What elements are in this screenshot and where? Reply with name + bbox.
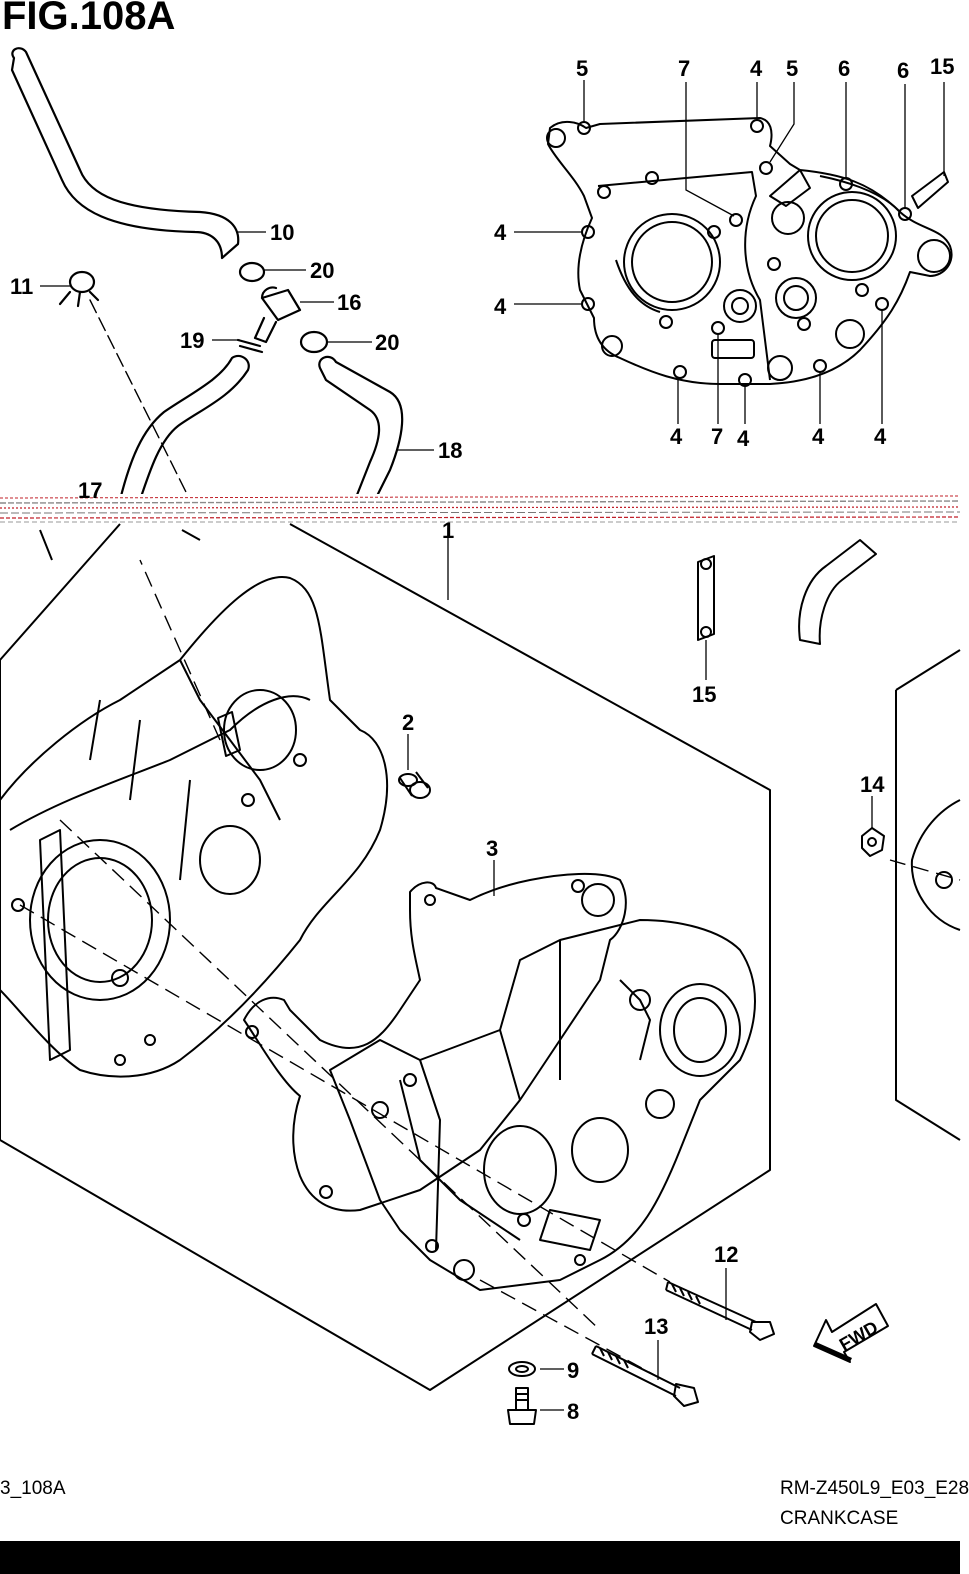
figure-title: FIG.108A	[2, 0, 176, 38]
callout: 15	[692, 682, 716, 707]
crank-bore	[623, 213, 721, 311]
callout: 4	[812, 424, 825, 449]
clip-19	[236, 338, 264, 354]
callout: 15	[930, 54, 954, 79]
assembly-axes	[19, 559, 961, 1379]
breather-hose-group	[10, 47, 404, 502]
nut-14	[861, 827, 885, 857]
callout: 6	[897, 58, 909, 83]
callout: 5	[786, 56, 798, 81]
separator-band	[0, 494, 961, 524]
callout: 7	[711, 424, 723, 449]
clip-11	[68, 270, 96, 294]
callout: 19	[180, 328, 204, 353]
callout: 4	[737, 426, 750, 451]
callout: 13	[644, 1314, 668, 1339]
leader-lines-main	[407, 640, 873, 1411]
callout: 4	[494, 294, 507, 319]
figure-code: 3_108A	[0, 1478, 66, 1499]
callout: 20	[375, 330, 399, 355]
hose-18	[318, 355, 404, 502]
bolt-12	[665, 1281, 775, 1341]
fitting-16	[253, 286, 302, 344]
callout: 5	[576, 56, 588, 81]
bottom-bar	[0, 1541, 960, 1574]
crankcase-left-half	[0, 575, 388, 1078]
hose-10	[10, 47, 240, 260]
callout: 9	[567, 1358, 579, 1383]
callout: 11	[10, 274, 33, 299]
callout: 17	[78, 478, 102, 503]
callout: 4	[874, 424, 887, 449]
dowel-pin-2	[398, 771, 431, 799]
hose-17	[118, 354, 250, 502]
bracket-15	[697, 555, 715, 641]
callout: 4	[670, 424, 683, 449]
callout: 7	[678, 56, 690, 81]
section-name: CRANKCASE	[780, 1508, 899, 1529]
bolt-13	[591, 1345, 699, 1407]
callout: 20	[310, 258, 334, 283]
callout: 3	[486, 836, 498, 861]
callout: 16	[337, 290, 361, 315]
washer-9	[508, 1361, 536, 1377]
clamp-20-upper	[238, 261, 266, 283]
main-exploded-view	[0, 523, 961, 1425]
callout: 12	[714, 1242, 738, 1267]
callout: 18	[438, 438, 462, 463]
crankcase-face-view	[546, 117, 953, 387]
model-code: RM-Z450L9_E03_E28	[780, 1478, 969, 1499]
callout: 6	[838, 56, 850, 81]
fwd-arrow-icon: FWD	[813, 1303, 889, 1363]
callout: 2	[402, 710, 414, 735]
countershaft-bore	[775, 277, 817, 319]
callout: 1	[442, 518, 454, 543]
callout: 14	[860, 772, 885, 797]
callout: 4	[750, 56, 763, 81]
gasket-3	[243, 872, 627, 1212]
clamp-20-lower	[299, 330, 329, 354]
gear-bore	[807, 191, 897, 281]
assembly-1-boundary	[0, 523, 771, 1391]
callout-numbers: 5 7 4 5 6 6 15 4 4 4 7 4 4 4 10 11 20 16…	[10, 54, 954, 1424]
callout: 4	[494, 220, 507, 245]
case-outline	[547, 117, 953, 385]
leader-lines-top-right	[514, 80, 945, 424]
callout: 8	[567, 1399, 579, 1424]
crankcase-right-half	[329, 919, 756, 1291]
callout: 10	[270, 220, 294, 245]
bolt-8	[507, 1387, 537, 1425]
